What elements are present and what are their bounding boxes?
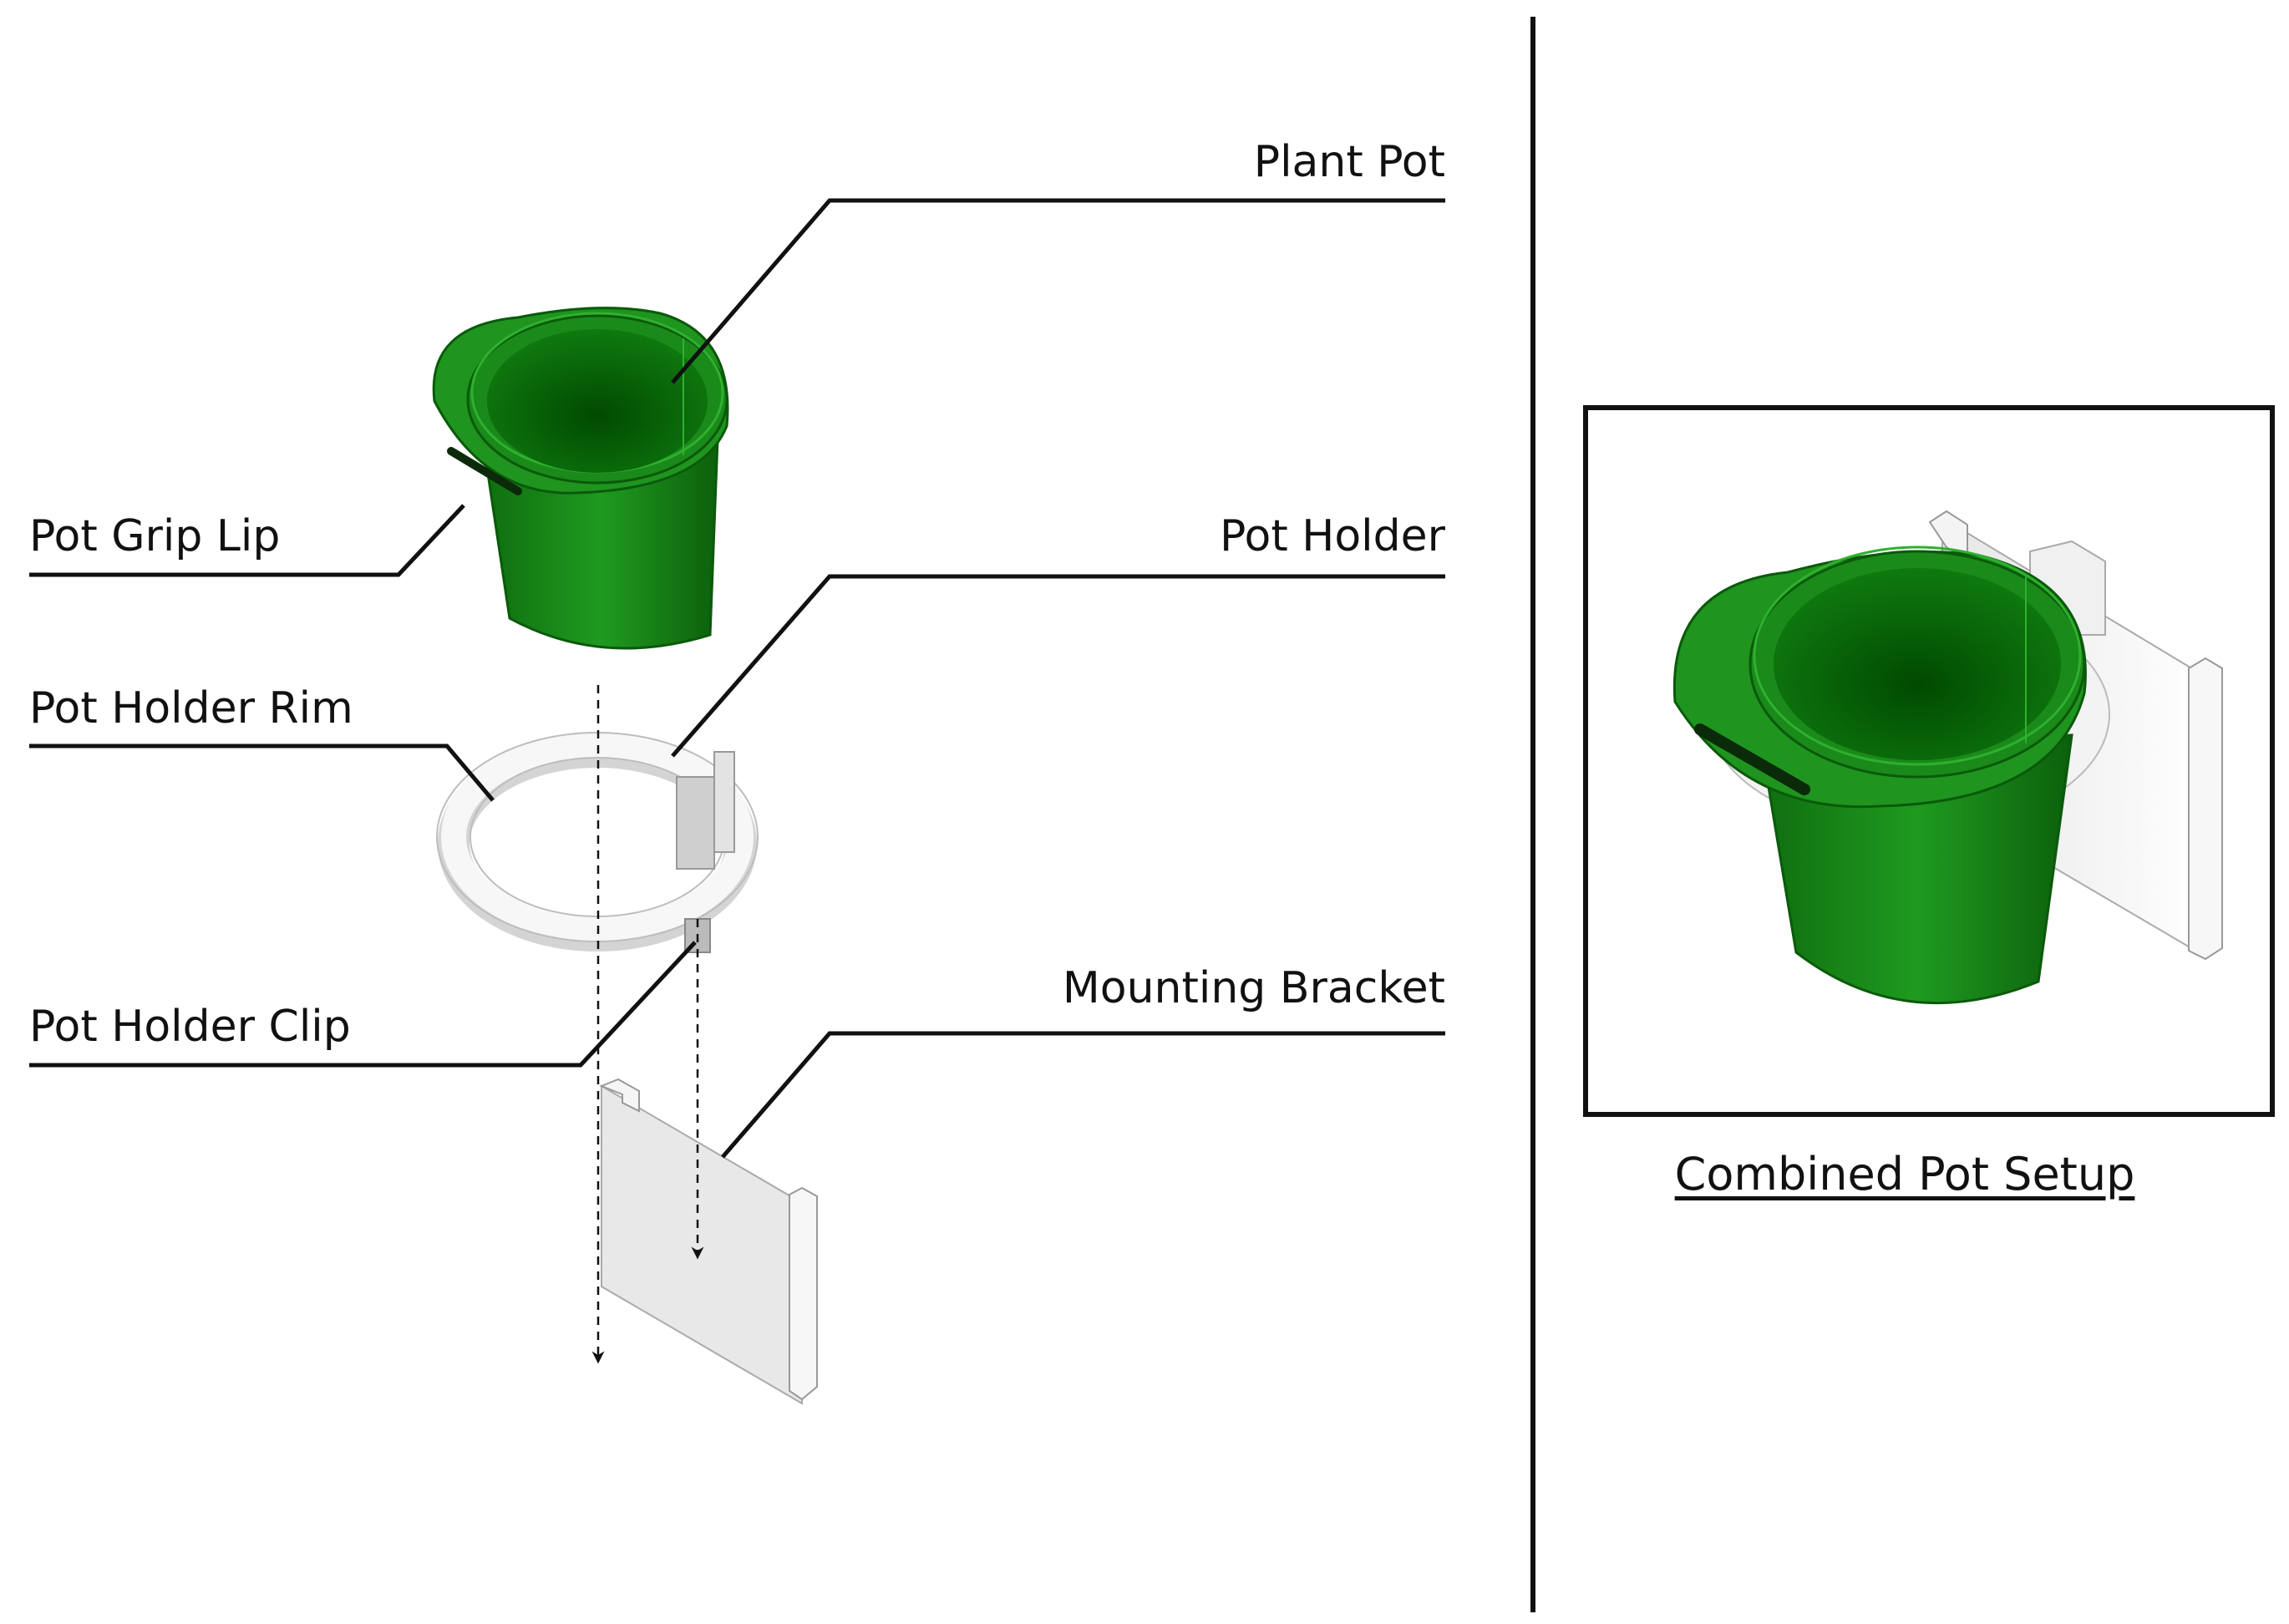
plant-pot-part <box>432 307 729 650</box>
combined-view-assembly <box>1672 510 2223 1005</box>
combined-view-caption: Combined Pot Setup <box>1674 1148 2135 1200</box>
label-pot-holder-clip: Pot Holder Clip <box>29 1002 351 1052</box>
label-pot-holder: Pot Holder <box>1220 511 1445 561</box>
label-pot-holder-rim: Pot Holder Rim <box>29 683 353 733</box>
leader-plant-pot <box>671 198 1445 384</box>
leader-mounting-bracket <box>721 1031 1445 1159</box>
leader-pot-grip-lip <box>29 504 465 577</box>
label-mounting-bracket: Mounting Bracket <box>1062 963 1445 1013</box>
mounting-bracket-part <box>599 1078 818 1405</box>
leader-pot-holder <box>671 574 1445 758</box>
label-plant-pot: Plant Pot <box>1253 137 1445 187</box>
label-pot-grip-lip: Pot Grip Lip <box>29 511 281 561</box>
leader-pot-holder-clip <box>29 941 697 1068</box>
leader-pot-holder-rim <box>29 743 495 802</box>
